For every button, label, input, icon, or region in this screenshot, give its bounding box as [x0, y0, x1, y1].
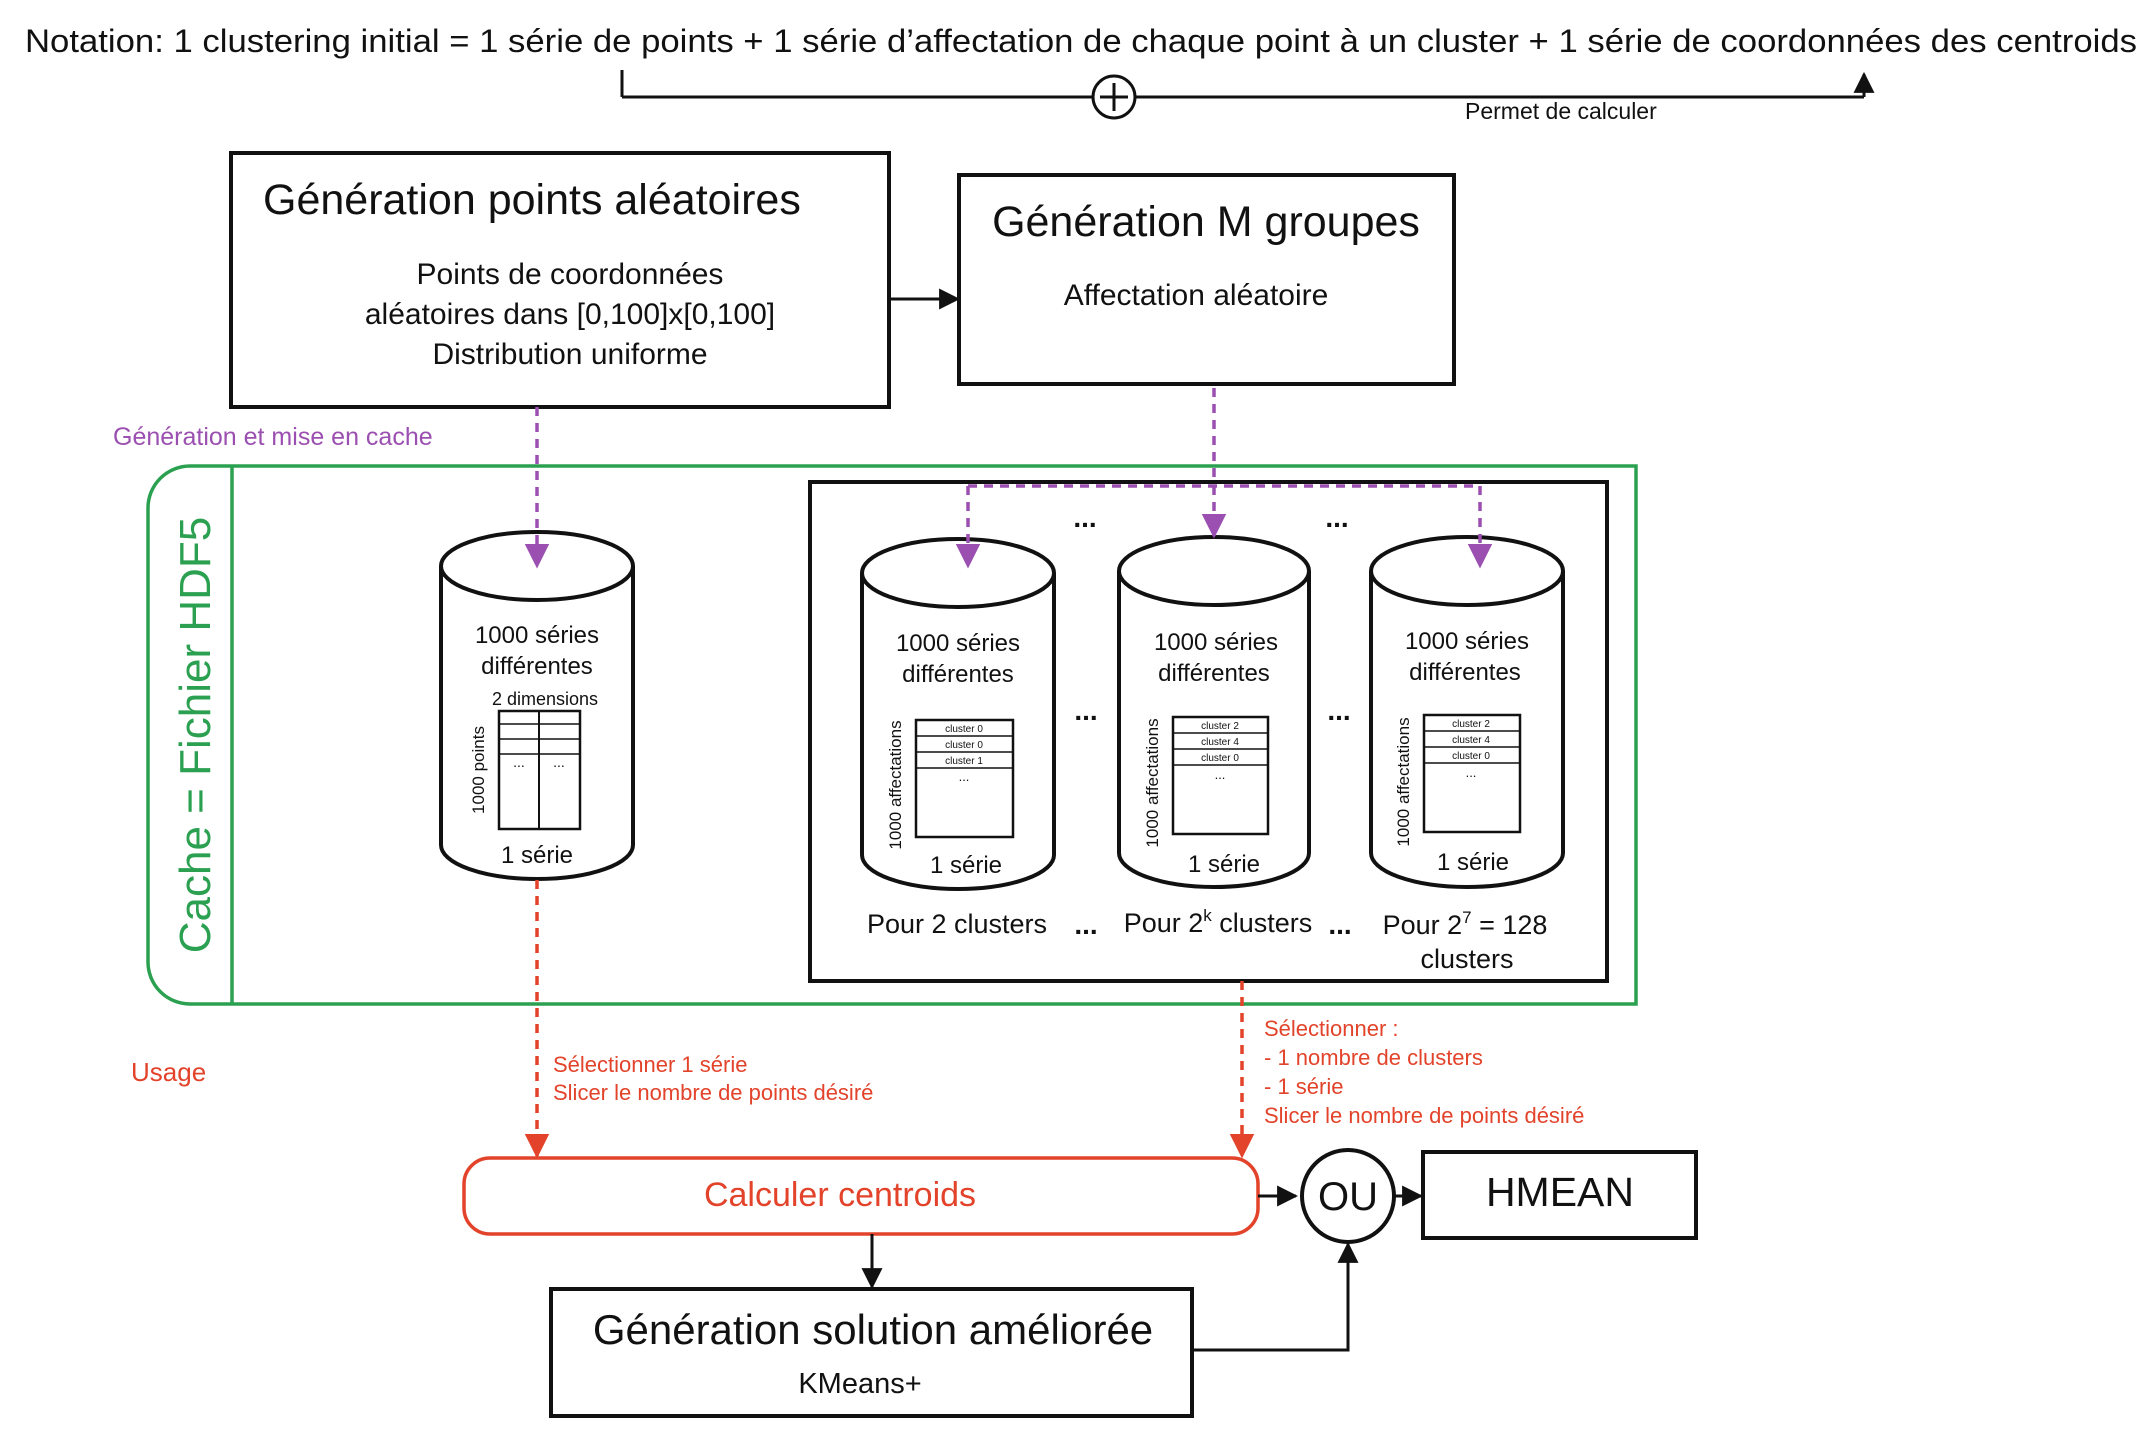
points-db-line2: différentes [481, 653, 593, 680]
hmean-label: HMEAN [1486, 1169, 1634, 1215]
ellipsis-mid-2: ... [1327, 695, 1350, 726]
points-db-footer: 1 série [501, 842, 573, 869]
ou-label: OU [1318, 1175, 1378, 1219]
cluster-db-3-row-3: cluster 0 [1452, 751, 1490, 762]
cluster-db-2-caption: Pour 2k clusters [1124, 906, 1313, 938]
cluster-db-1-caption: Pour 2 clusters [867, 909, 1047, 939]
cluster-db-1-table [914, 718, 1015, 839]
ellipsis-caption-1: ... [1074, 909, 1097, 940]
cluster-db-1-ellipsis: ... [959, 769, 970, 784]
ellipsis-caption-2: ... [1328, 909, 1351, 940]
cluster-db-3-side: 1000 affectations [1394, 717, 1413, 846]
cluster-db-1-row-1: cluster 0 [945, 724, 983, 735]
ellipsis-top-2: ... [1325, 502, 1348, 533]
gen-groups-box [957, 173, 1456, 386]
gen-points-title: Génération points aléatoires [263, 176, 801, 224]
cluster-db-3-row-2: cluster 4 [1452, 735, 1490, 746]
points-db-side: 1000 points [469, 726, 488, 814]
cluster-db-1-line1: 1000 séries [896, 630, 1020, 657]
cluster-db-3-caption-line2: clusters [1420, 944, 1513, 974]
select-left-line2: Slicer le nombre de points désiré [553, 1080, 873, 1105]
select-right-line1: Sélectionner : [1264, 1016, 1399, 1041]
points-table-ellipsis-left: ... [513, 754, 525, 770]
cluster-db-2-table [1171, 715, 1270, 836]
cluster-db-3-table [1422, 713, 1522, 834]
cluster-db-1-footer: 1 série [930, 852, 1002, 879]
ellipsis-mid-1: ... [1074, 695, 1097, 726]
improved-box [549, 1287, 1194, 1418]
plus-circle-icon [1091, 74, 1137, 120]
hmean-box [1421, 1150, 1698, 1240]
cluster-db-3-ellipsis: ... [1466, 765, 1477, 780]
cluster-db-2-ellipsis: ... [1215, 767, 1226, 782]
cluster-db-1-line2: différentes [902, 661, 1014, 688]
select-left-line1: Sélectionner 1 série [553, 1052, 747, 1077]
cluster-db-1-row-2: cluster 0 [945, 740, 983, 751]
cluster-db-3-line2: différentes [1409, 659, 1521, 686]
cluster-db-2-row-3: cluster 0 [1201, 753, 1239, 764]
gen-groups-subtitle: Affectation aléatoire [1064, 279, 1329, 312]
bracket-label: Permet de calculer [1465, 98, 1657, 124]
cluster-db-3-footer: 1 série [1437, 849, 1509, 876]
cluster-db-2-line1: 1000 séries [1154, 629, 1278, 656]
gen-groups-title: Génération M groupes [992, 198, 1420, 246]
points-db-dims: 2 dimensions [492, 689, 598, 709]
points-table-ellipsis-right: ... [553, 754, 565, 770]
red-dashed-arrows [524, 880, 1255, 1159]
cache-container [146, 464, 1638, 1006]
calc-centroids-label: Calculer centroids [704, 1176, 976, 1214]
clusters-frame [808, 480, 1609, 983]
usage-label: Usage [131, 1057, 206, 1087]
notation-bracket [620, 70, 1875, 99]
gen-points-box [229, 151, 891, 409]
points-db-line1: 1000 séries [475, 622, 599, 649]
points-table [497, 709, 582, 831]
ellipsis-top-1: ... [1073, 502, 1096, 533]
gen-points-line1: Points de coordonnées [417, 258, 724, 291]
cluster-db-2-row-1: cluster 2 [1201, 721, 1239, 732]
cluster-db-3-line1: 1000 séries [1405, 628, 1529, 655]
cluster-db-2-row-2: cluster 4 [1201, 737, 1239, 748]
gen-points-line2: aléatoires dans [0,100]x[0,100] [365, 298, 775, 331]
arrow-improved-to-ou [1192, 1241, 1359, 1352]
select-right-line4: Slicer le nombre de points désiré [1264, 1103, 1584, 1128]
cluster-db-1-row-3: cluster 1 [945, 756, 983, 767]
cluster-db-3-caption: Pour 27 = 128 [1383, 908, 1548, 940]
gen-points-line3: Distribution uniforme [432, 338, 707, 371]
improved-subtitle: KMeans+ [798, 1368, 921, 1400]
generation-cache-label: Génération et mise en cache [113, 423, 433, 451]
cluster-db-2-line2: différentes [1158, 660, 1270, 687]
cluster-db-1-side: 1000 affectations [886, 720, 905, 849]
select-right-line3: - 1 série [1264, 1074, 1343, 1099]
purple-dashed-arrows [524, 388, 1493, 569]
cluster-db-2-footer: 1 série [1188, 851, 1260, 878]
cluster-db-2-side: 1000 affectations [1143, 718, 1162, 847]
cache-hdf5-label: Cache = Fichier HDF5 [171, 517, 220, 953]
select-right-line2: - 1 nombre de clusters [1264, 1045, 1483, 1070]
notation-text: Notation: 1 clustering initial = 1 série… [25, 23, 2137, 59]
improved-title: Génération solution améliorée [593, 1306, 1153, 1353]
cluster-db-3-row-1: cluster 2 [1452, 719, 1490, 730]
